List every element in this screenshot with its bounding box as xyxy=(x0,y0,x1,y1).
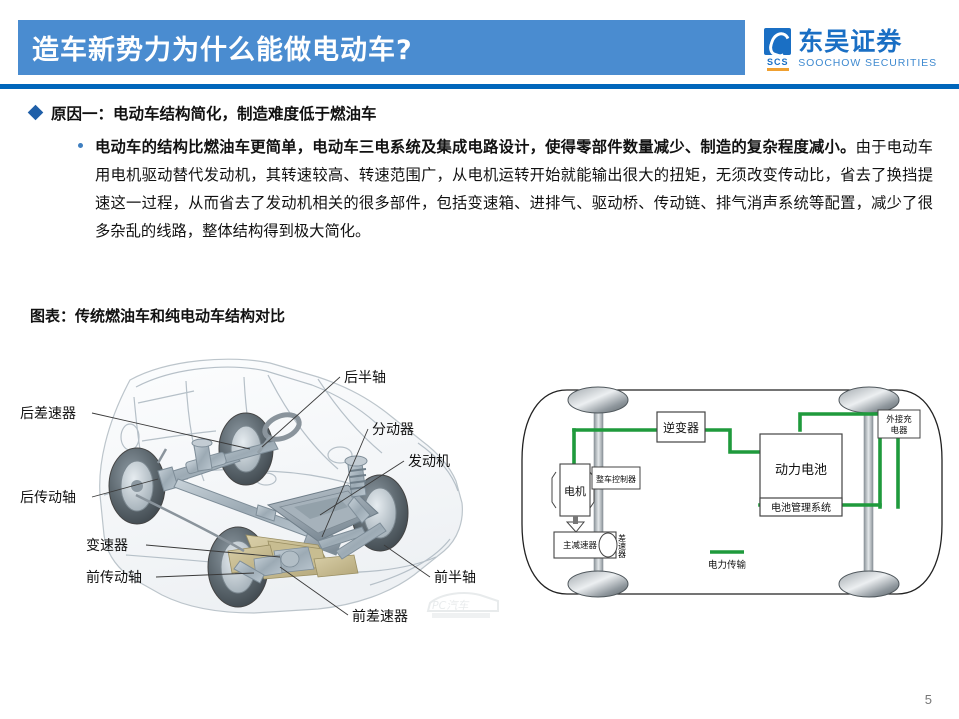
label-final-drive: 主减速器 xyxy=(563,540,598,551)
label-front-driveshaft: 前传动轴 xyxy=(86,569,142,586)
figure-caption: 图表：传统燃油车和纯电动车结构对比 xyxy=(30,307,286,325)
body-paragraph: 电动车的结构比燃油车更简单，电动车三电系统及集成电路设计，使得零部件数量减少、制… xyxy=(95,133,933,245)
brand-name-en: SOOCHOW SECURITIES xyxy=(798,57,937,69)
vcu-box: 整车控制器 xyxy=(591,466,641,490)
page-number: 5 xyxy=(924,692,932,707)
figure-ev-vehicle: 逆变器 电机 整车控制器 主减速器 差速器 xyxy=(512,372,952,612)
label-rear-driveshaft: 后传动轴 xyxy=(20,490,76,506)
brand-mark: SCS xyxy=(764,28,792,71)
header-divider xyxy=(0,84,959,89)
label-external-charger-1: 外接充 xyxy=(886,414,912,425)
coupling-shaft xyxy=(573,516,578,524)
label-front-diff: 前差速器 xyxy=(352,608,408,625)
external-charger-box: 外接充 电器 xyxy=(877,409,921,439)
label-inverter: 逆变器 xyxy=(663,420,699,435)
diamond-bullet-icon xyxy=(27,104,44,121)
label-motor: 电机 xyxy=(564,484,586,498)
motor-box: 电机 xyxy=(551,463,595,517)
bullet-level-1-label: 原因一：电动车结构简化，制造难度低于燃油车 xyxy=(51,105,377,123)
inverter-box: 逆变器 xyxy=(656,411,706,443)
svg-text:PC汽车: PC汽车 xyxy=(432,599,470,612)
label-legend: 电力传输 xyxy=(708,559,747,571)
body-paragraph-bold: 电动车的结构比燃油车更简单，电动车三电系统及集成电路设计，使得零部件数量减少、制… xyxy=(95,138,856,156)
label-front-halfshaft: 前半轴 xyxy=(434,569,476,586)
final-drive-box: 主减速器 xyxy=(553,531,618,559)
brand-names: 东吴证券 SOOCHOW SECURITIES xyxy=(798,28,937,69)
body-paragraph-rest: 由于电动车用电机驱动替代发动机，其转速较高、转速范围广，从电机运转开始就能输出很… xyxy=(95,138,933,240)
watermark: PC汽车 xyxy=(426,592,499,618)
ev-body-outline xyxy=(521,389,943,595)
bms-box: 电池管理系统 xyxy=(759,497,843,517)
label-traction-battery: 动力电池 xyxy=(775,463,827,478)
rear-axle xyxy=(863,399,874,585)
label-external-charger-2: 电器 xyxy=(890,425,908,436)
label-engine: 发动机 xyxy=(408,454,450,470)
brand-abbr: SCS xyxy=(767,57,789,71)
page-title: 造车新势力为什么能做电动车? xyxy=(32,35,413,66)
bullet-level-2: 电动车的结构比燃油车更简单，电动车三电系统及集成电路设计，使得零部件数量减少、制… xyxy=(78,133,943,245)
dot-bullet-icon xyxy=(78,143,83,148)
figure-ice-vehicle: 后差速器 后传动轴 变速器 前传动轴 后半轴 分动器 发动机 前半轴 前差速器 … xyxy=(18,345,510,645)
label-bms: 电池管理系统 xyxy=(771,501,831,514)
label-differential: 差速器 xyxy=(618,533,627,559)
brand-logo: SCS 东吴证券 SOOCHOW SECURITIES xyxy=(764,28,937,71)
label-gearbox: 变速器 xyxy=(86,538,128,554)
brand-name-cn: 东吴证券 xyxy=(798,27,903,56)
label-vcu: 整车控制器 xyxy=(596,474,636,484)
slide-title-bar: 造车新势力为什么能做电动车? xyxy=(18,20,745,75)
bullet-level-1: 原因一：电动车结构简化，制造难度低于燃油车 xyxy=(27,102,377,124)
ev-legend: 电力传输 xyxy=(708,550,747,571)
label-rear-halfshaft: 后半轴 xyxy=(344,370,386,386)
label-transfer-case: 分动器 xyxy=(372,422,414,438)
ev-wheels xyxy=(567,386,900,598)
power-wiring xyxy=(572,412,900,509)
soochow-logo-icon xyxy=(764,28,792,55)
traction-battery-box: 动力电池 xyxy=(759,433,843,507)
label-rear-diff: 后差速器 xyxy=(20,406,76,422)
